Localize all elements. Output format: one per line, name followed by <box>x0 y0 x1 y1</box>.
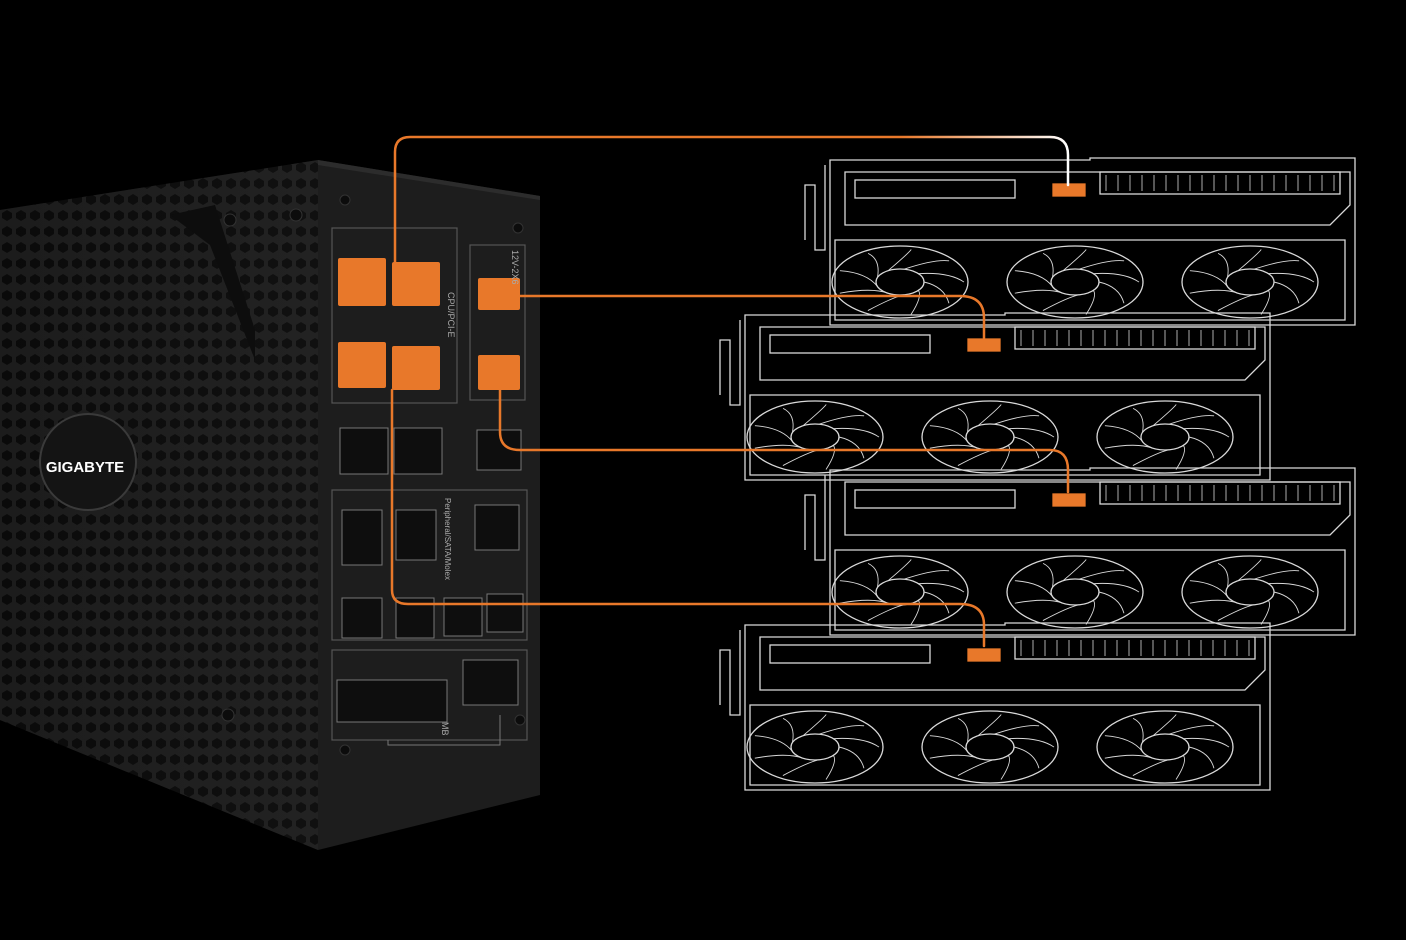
fan-icon <box>921 400 1059 474</box>
psu-accent-stripe <box>170 205 255 360</box>
fan-icon <box>831 555 969 629</box>
peripheral-ports <box>339 427 524 639</box>
cable-to-gpu-2 <box>518 294 986 340</box>
fan-icon <box>921 710 1059 784</box>
gigabyte-logo-text: GIGABYTE <box>46 459 124 476</box>
gpu-2 <box>719 312 1271 481</box>
fan-icon <box>1006 245 1144 319</box>
cable-to-gpu-1 <box>393 135 1070 264</box>
cpu-pcie-port <box>338 258 440 390</box>
peripheral-label: Peripheral/SATA/Molex <box>443 498 452 580</box>
fan-icon <box>1096 400 1234 474</box>
power-supply-unit: GIGABYTE <box>0 160 540 850</box>
gpu-body <box>829 467 1356 636</box>
gpu-4 <box>719 622 1271 791</box>
cable-to-gpu-3 <box>498 388 1070 494</box>
fan-icon <box>1096 710 1234 784</box>
12v-2x6-port-bottom <box>478 355 520 390</box>
gpu-body <box>744 312 1271 481</box>
fan-icon <box>1181 555 1319 629</box>
screw-icon <box>512 222 524 234</box>
gpu-bracket <box>804 475 826 561</box>
cpu-pcie-label: CPU/PCI-E <box>446 292 456 338</box>
gpu-3 <box>804 467 1356 636</box>
gpu-pcie-slot <box>854 179 1016 199</box>
gpu-heatsink-fins <box>1099 481 1341 505</box>
gpu-body <box>829 157 1356 326</box>
fan-icon <box>831 245 969 319</box>
gigabyte-logo-badge: GIGABYTE <box>39 413 137 511</box>
screw-icon <box>514 714 526 726</box>
gpu-bracket <box>804 165 826 251</box>
gpu-body <box>744 622 1271 791</box>
gpu-pcie-slot <box>769 644 931 664</box>
gpu-power-connector <box>967 338 1001 352</box>
screw-icon <box>339 194 351 206</box>
12v-2x6-port-top <box>478 278 520 310</box>
screw-icon <box>339 744 351 756</box>
12v-2x6-label: 12V-2X6 <box>510 250 520 285</box>
fan-icon <box>1181 245 1319 319</box>
fan-icon <box>746 710 884 784</box>
gpu-power-connector <box>1052 183 1086 197</box>
fan-icon <box>746 400 884 474</box>
gpu-bracket <box>719 630 741 716</box>
gpu-pcie-slot <box>769 334 931 354</box>
fan-icon <box>1006 555 1144 629</box>
mb-label: MB <box>440 722 450 736</box>
gpu-heatsink-fins <box>1099 171 1341 195</box>
screw-icon <box>223 213 237 227</box>
cable-to-gpu-4 <box>390 388 986 648</box>
gpu-power-connector <box>1052 493 1086 507</box>
gpu-power-connector <box>967 648 1001 662</box>
power-cables <box>390 135 1070 648</box>
screw-icon <box>221 708 235 722</box>
mb-ports <box>336 659 519 746</box>
screw-icon <box>289 208 303 222</box>
gpu-bracket <box>719 320 741 406</box>
gpu-1 <box>804 157 1356 326</box>
gpu-heatsink-fins <box>1014 636 1256 660</box>
gpu-pcie-slot <box>854 489 1016 509</box>
gpu-heatsink-fins <box>1014 326 1256 350</box>
gpu-stack <box>719 157 1356 791</box>
